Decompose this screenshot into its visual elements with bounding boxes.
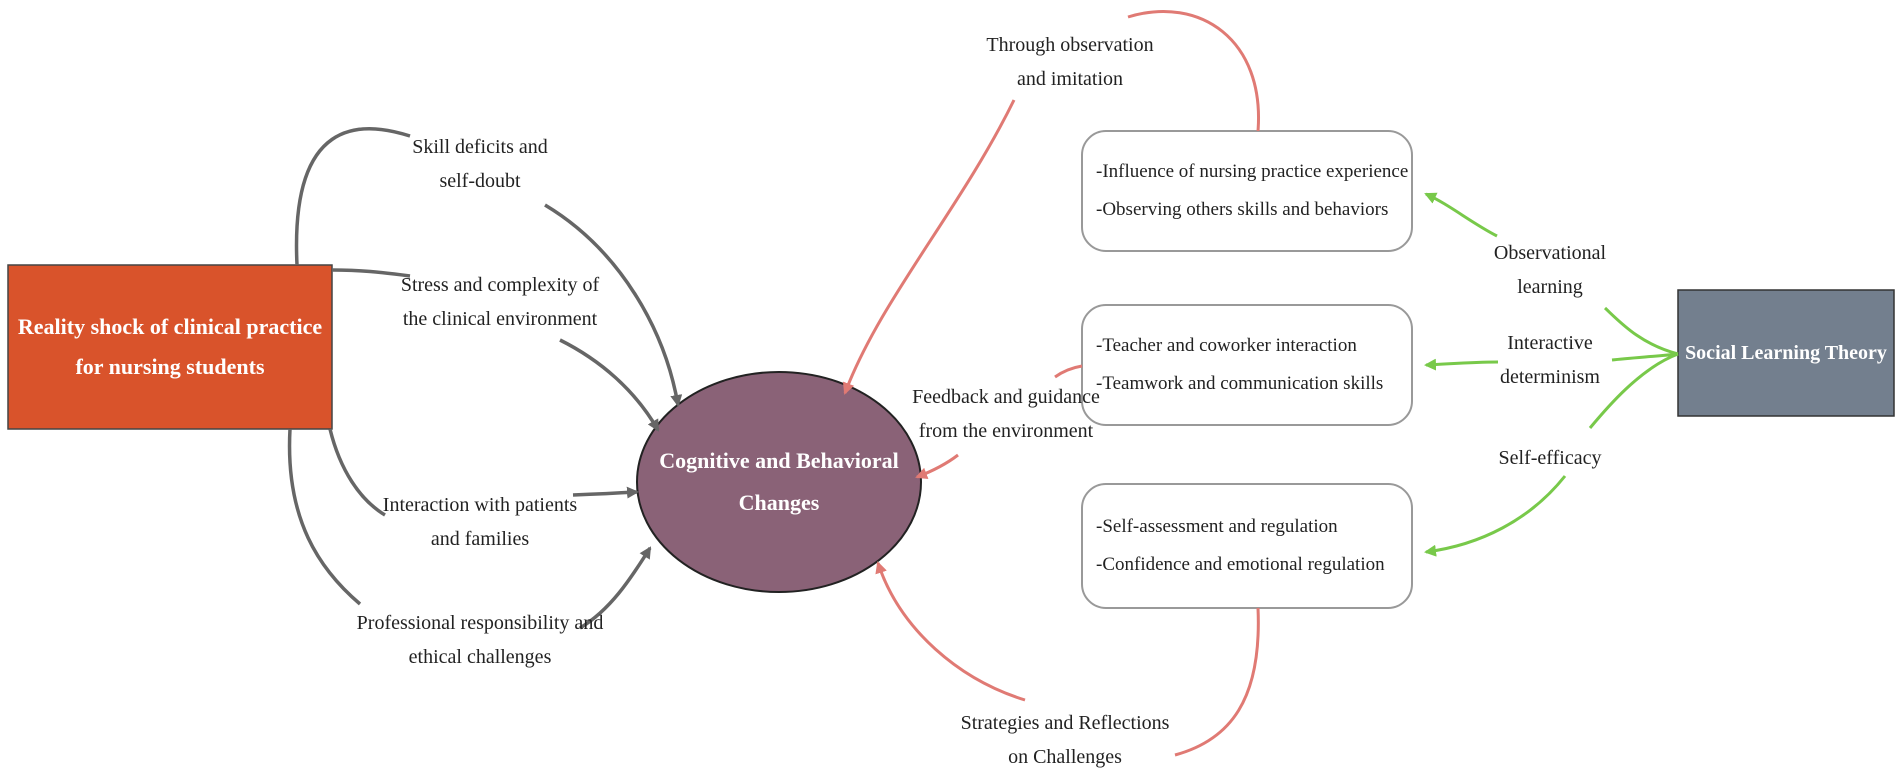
reality-line-2: for nursing students	[75, 354, 265, 379]
label-stress-complexity: Stress and complexity of the clinical en…	[400, 274, 600, 330]
edge-skill-deficits	[294, 127, 678, 405]
label-strategies-reflections: Strategies and Reflections on Challenges	[960, 712, 1170, 768]
edge-interaction	[328, 428, 637, 517]
box-interactive	[1081, 304, 1413, 426]
box-item: -Observing others skills and behaviors	[1096, 199, 1389, 220]
box-interactive-text: -Teacher and coworker interaction -Teamw…	[1096, 305, 1383, 425]
label-interaction-patients: Interaction with patients and families	[382, 494, 578, 550]
label-observational-learning: Observational learning	[1493, 242, 1607, 298]
box-item: -Confidence and emotional regulation	[1096, 554, 1385, 575]
label-skill-deficits: Skill deficits and self-doubt	[412, 136, 548, 192]
box-self-efficacy-text: -Self-assessment and regulation -Confide…	[1096, 484, 1385, 608]
cognitive-changes-label: Cognitive and Behavioral Changes	[645, 430, 913, 534]
reality-shock-label: Reality shock of clinical practice for n…	[8, 265, 332, 429]
box-item: -Influence of nursing practice experienc…	[1096, 161, 1409, 182]
label-professional-responsibility: Professional responsibility and ethical …	[356, 612, 604, 668]
label-observation-imitation: Through observation and imitation	[986, 34, 1154, 90]
edge-self-efficacy	[1426, 352, 1679, 552]
edge-observational-learning	[1426, 194, 1679, 356]
box-observational-text: -Influence of nursing practice experienc…	[1096, 131, 1408, 251]
edge-strategies-reflections	[878, 563, 1260, 757]
edge-feedback-guidance	[917, 364, 1083, 477]
cognitive-line-1: Cognitive and Behavioral	[659, 448, 899, 473]
label-feedback-guidance: Feedback and guidance from the environme…	[912, 386, 1100, 442]
box-item: -Teacher and coworker interaction	[1096, 335, 1357, 356]
box-observational	[1081, 130, 1413, 252]
box-item: -Self-assessment and regulation	[1096, 516, 1338, 537]
social-learning-theory-label: Social Learning Theory	[1685, 341, 1887, 364]
label-interactive-determinism: Interactive determinism	[1500, 332, 1600, 388]
reality-shock-node	[7, 264, 333, 430]
edge-observation-imitation	[845, 10, 1260, 393]
cognitive-line-2: Changes	[738, 490, 820, 515]
edge-professional	[287, 428, 650, 630]
reality-line-1: Reality shock of clinical practice	[17, 314, 323, 339]
social-learning-theory-node	[1677, 289, 1895, 417]
label-self-efficacy: Self-efficacy	[1498, 447, 1602, 469]
box-self-efficacy	[1081, 483, 1413, 609]
edge-stress	[331, 268, 658, 430]
box-item: -Teamwork and communication skills	[1096, 373, 1384, 394]
